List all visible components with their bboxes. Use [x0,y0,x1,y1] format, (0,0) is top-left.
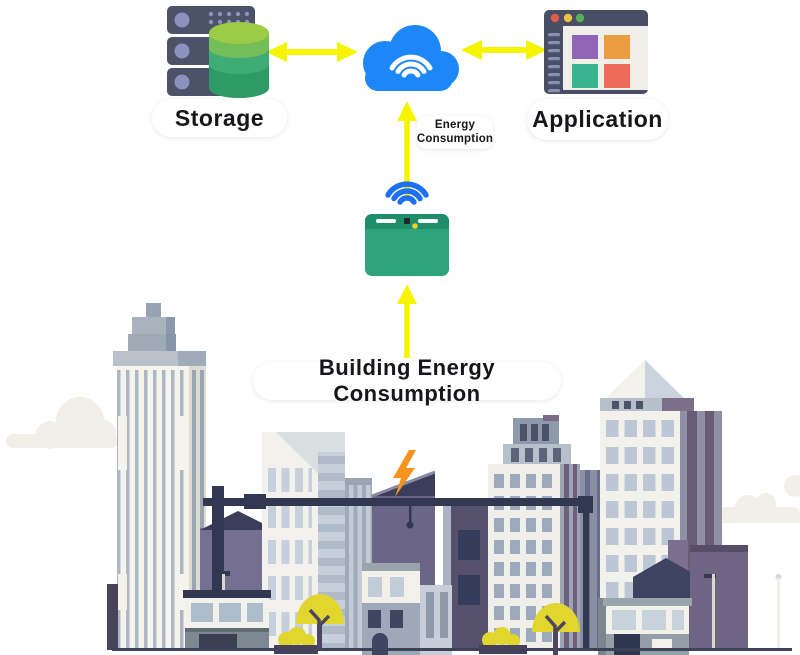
ground-line [112,648,792,651]
device-wifi-icon [385,181,429,205]
storage-label: Storage [152,99,287,137]
tree-left [296,594,344,650]
storage-label-text: Storage [174,104,265,131]
arrow-city-device [397,284,417,358]
server-database-icon [167,6,269,98]
window-sidebar-items [548,33,560,93]
bush-left [274,627,318,654]
house-left [183,571,271,650]
smart-meter-wifi-icon [365,181,449,276]
device-body [365,214,449,276]
cloud-shape [363,25,459,91]
tree-right [532,603,580,655]
bush-right [479,627,527,654]
building-energy-consumption-label: Building Energy Consumption [253,355,561,406]
window-traffic-lights [550,13,585,23]
wifi-icon [389,54,433,78]
database-cylinder [209,22,269,98]
arrow-application-cloud [461,40,547,60]
window-tiles [572,35,630,88]
building-far-right [690,545,748,650]
city-skyline-illustration [6,303,800,655]
house-right-roof-block [633,540,699,600]
construction-crane [203,486,593,650]
energy-consumption-label: Energy Consumption [417,116,493,149]
house-center [362,563,452,655]
app-window-icon [544,10,648,94]
arrow-storage-cloud [266,42,358,62]
application-label-text: Application [532,106,663,132]
house-right [598,598,692,655]
sky-cloud-right [700,475,800,523]
lightning-bolt-icon [393,450,416,497]
building-energy-consumption-label-text: Building Energy Consumption [318,355,496,406]
energy-consumption-label-text: Energy Consumption [416,119,494,145]
street-lamp [704,574,782,650]
cloud-wifi-icon [363,25,459,91]
application-label: Application [527,99,668,140]
sky-cloud-left [6,397,118,449]
dark-pillar [107,584,118,650]
